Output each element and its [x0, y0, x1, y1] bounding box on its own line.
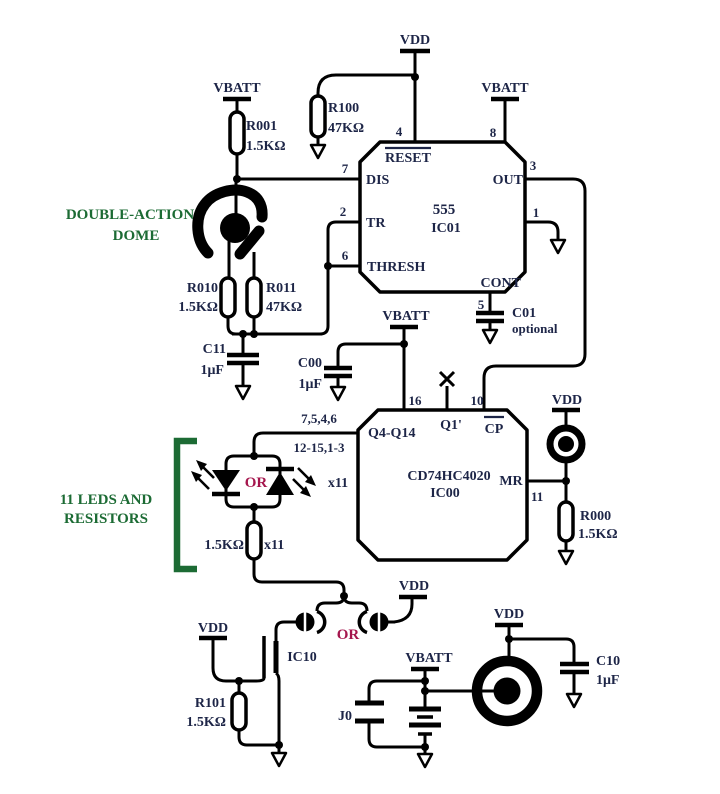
c01-note: optional [512, 321, 558, 336]
ic01-part: 555 [433, 202, 456, 218]
ic00-labels: Q4-Q14 Q1' CP CD74HC4020 IC00 MR 11 16 1… [294, 393, 544, 504]
ic00-bus-pins-bottom: 12-15,1-3 [294, 440, 345, 455]
ic01-555-body [358, 140, 527, 294]
ic00-part: CD74HC4020 [407, 469, 490, 484]
ic01-pin4: 4 [396, 124, 403, 139]
transistor-or-label: OR [337, 627, 360, 643]
ic01-pin-tr: TR [366, 216, 386, 231]
r011-value: 47KΩ [266, 300, 302, 315]
r000-name: R000 [580, 509, 611, 524]
r010-name: R010 [187, 281, 218, 296]
led-resistor-mult: x11 [264, 538, 284, 553]
led-emission-arrows-left [191, 460, 215, 490]
r100-name: R100 [328, 101, 359, 116]
c00-value: 1μF [299, 377, 323, 392]
ic00-pin-q4q14: Q4-Q14 [368, 426, 415, 441]
vdd-label-top: VDD [400, 33, 430, 48]
connector-j0 [355, 700, 384, 724]
resistor-r000 [557, 500, 575, 543]
vbatt-label-bottom: VBATT [405, 651, 453, 666]
vbatt-label-right: VBATT [481, 81, 529, 96]
led-pair [191, 460, 316, 497]
resistor-r100 [309, 94, 327, 139]
dome-annotation-line2: DOME [113, 228, 160, 244]
c01-name: C01 [512, 306, 536, 321]
led-group-annotation-line2: RESISTORS [64, 511, 148, 527]
ic00-pin-cp: CP [485, 422, 504, 437]
resistor-r001 [228, 110, 246, 156]
c10-name: C10 [596, 654, 620, 669]
transistor-or-pair [295, 609, 389, 635]
ic01-pin-out: OUT [493, 173, 524, 188]
ic00-pin-mr: MR [499, 474, 523, 489]
c11-value: 1μF [201, 363, 225, 378]
vdd-label-or: VDD [399, 579, 429, 594]
jack-small [546, 424, 586, 464]
ic01-pin-reset: RESET [385, 151, 432, 166]
r010-value: 1.5KΩ [178, 300, 218, 315]
j0-name: J0 [338, 709, 352, 724]
ic01-pin2: 2 [340, 204, 347, 219]
ic01-pin6: 6 [342, 248, 349, 263]
led-emission-arrows-right [292, 467, 316, 497]
c10-value: 1μF [596, 673, 620, 688]
jack-big [471, 655, 543, 727]
junction-dots [233, 73, 570, 751]
resistor-r011 [245, 276, 263, 319]
ic01-pin-cont: CONT [481, 276, 522, 291]
r000-value: 1.5KΩ [578, 527, 618, 542]
ic00-cd74hc4020-body [356, 408, 529, 562]
wires [199, 48, 587, 753]
led-group-bracket [173, 437, 197, 573]
ic01-labels: RESET DIS TR THRESH OUT CONT 555 IC01 7 … [340, 124, 540, 312]
ground-symbols [234, 143, 583, 769]
ic00-pin10: 10 [471, 393, 484, 408]
led-mult-label: x11 [328, 476, 348, 491]
resistor-led [245, 520, 263, 561]
resistor-r101 [230, 691, 248, 732]
ic01-pin5: 5 [478, 297, 485, 312]
vbatt-label-left: VBATT [213, 81, 261, 96]
vdd-label-jack-big: VDD [494, 607, 524, 622]
ic01-pin1: 1 [533, 205, 540, 220]
r100-value: 47KΩ [328, 121, 364, 136]
r001-name: R001 [246, 119, 277, 134]
ic10-name: IC10 [287, 650, 317, 665]
ic01-pin-dis: DIS [366, 173, 390, 188]
led-or-label: OR [245, 475, 268, 491]
ic00-bus-pins-top: 7,5,4,6 [301, 411, 337, 426]
led-resistor-value: 1.5KΩ [204, 538, 244, 553]
r011-name: R011 [266, 281, 296, 296]
capacitor-c11 [227, 352, 259, 366]
ic01-pin8: 8 [490, 125, 497, 140]
vbatt-label-mid: VBATT [382, 309, 430, 324]
c11-name: C11 [203, 342, 226, 357]
r001-value: 1.5KΩ [246, 139, 286, 154]
vdd-label-jack-small: VDD [552, 393, 582, 408]
led-group-annotation-line1: 11 LEDS AND [60, 492, 153, 508]
capacitor-c10 [560, 661, 589, 675]
vdd-label-ic10: VDD [198, 621, 228, 636]
battery-symbol [409, 706, 441, 736]
ic01-pin3: 3 [530, 158, 537, 173]
ic01-pin-thresh: THRESH [367, 260, 425, 275]
c00-name: C00 [298, 356, 322, 371]
r101-name: R101 [195, 696, 226, 711]
ic00-pin11: 11 [531, 489, 543, 504]
dome-annotation-line1: DOUBLE-ACTION [66, 207, 195, 223]
ic01-pin7: 7 [342, 161, 349, 176]
ic00-pin16: 16 [409, 393, 423, 408]
r101-value: 1.5KΩ [186, 715, 226, 730]
ic00-pin-q1: Q1' [440, 418, 462, 433]
ic01-ref: IC01 [431, 221, 461, 236]
capacitor-c00 [324, 365, 352, 379]
dome-switch [192, 184, 268, 260]
capacitor-c01 [476, 310, 504, 324]
ic00-ref: IC00 [430, 486, 460, 501]
resistor-r010 [219, 276, 237, 319]
